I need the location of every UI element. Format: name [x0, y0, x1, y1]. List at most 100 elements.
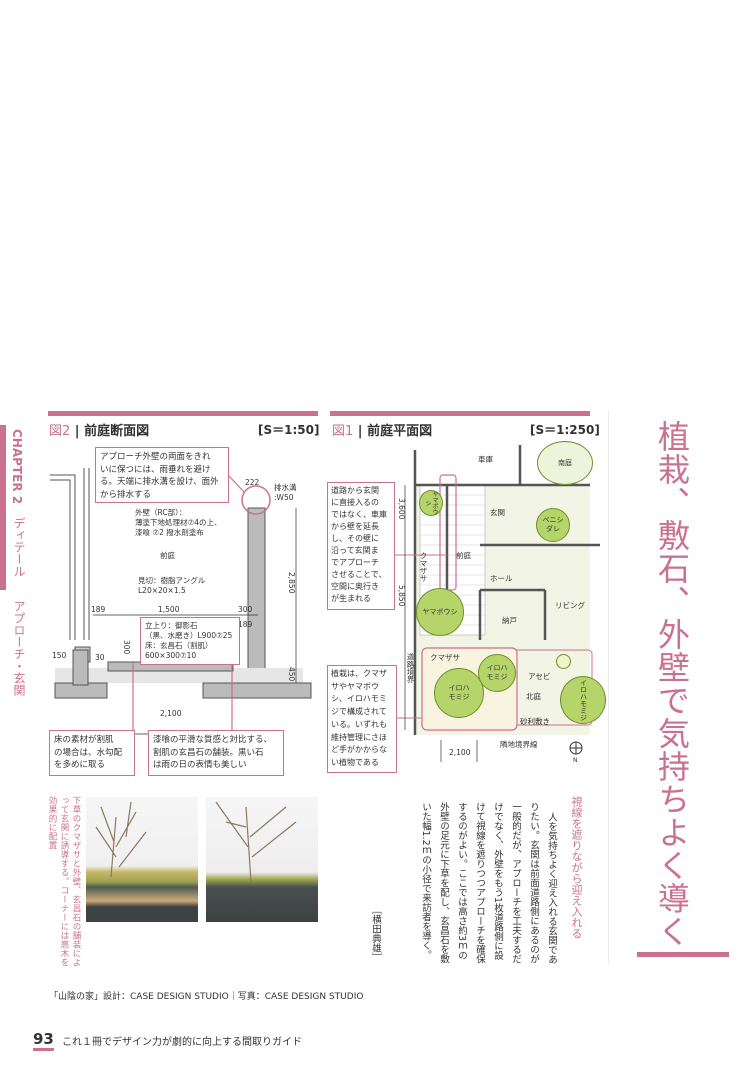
kumazasa-label-2: クマザサ	[430, 653, 460, 662]
callout-line: いる。いずれも	[331, 719, 387, 729]
riser-callout: 立上り：御影石 （黒、水磨き）L900⑦25 床：玄昌石（割肌） 600×300…	[140, 617, 240, 665]
title-panel	[608, 410, 740, 965]
tree-iroha-1: イロハモミジ	[434, 668, 484, 718]
drain-label: 排水溝:W50	[274, 483, 297, 503]
dim-2100-plan: 2,100	[449, 748, 471, 757]
callout-line: でアプローチ	[331, 558, 379, 567]
callout-line: い植物である	[331, 757, 379, 767]
page-number: 93	[33, 1030, 54, 1051]
boundary-label: 隣地境界線	[500, 740, 538, 749]
chapter-label: CHAPTER 2	[10, 429, 24, 505]
figure1-callout-top: 道路から玄関 に直接入るの ではなく、車庫 から壁を延長 し、その壁に 沿って玄…	[327, 482, 395, 610]
figure2-number: 図2	[49, 424, 71, 439]
tree-asebi	[556, 654, 571, 669]
dim-2100: 2,100	[160, 709, 182, 718]
chapter-tab: CHAPTER 2 ディテール	[0, 425, 36, 590]
callout-line: 植栽は、クマザ	[331, 669, 387, 678]
callout-line: 道路から玄関	[331, 486, 379, 495]
dim-5850: 5,850	[397, 585, 406, 607]
north-garden-label: 北庭	[526, 692, 541, 701]
figure2-callout-left: 床の素材が割肌 の場合は、水勾配 を多めに取る	[49, 730, 135, 776]
photo-left	[86, 797, 198, 922]
storage-label: 納戸	[502, 616, 517, 625]
drain-label-line: 排水溝	[274, 483, 297, 492]
gravel-label: 砂利敷き	[520, 717, 550, 726]
callout-line: させることで、	[331, 570, 387, 579]
tree-benishidare: ベニシダレ	[536, 508, 570, 542]
north-label: N	[573, 757, 578, 764]
hall-label: ホール	[490, 574, 513, 583]
wall-label: 外壁（RC部）： 薄塗下地処理材⑦4の上、 漆喰 ⑦2 撥水剤塗布	[135, 508, 222, 538]
callout-line: 床の素材が割肌	[54, 735, 114, 745]
section-drawing	[50, 468, 312, 735]
callout-line: る。天端に排水溝を設け、面外	[100, 477, 219, 487]
wall-label-line: 漆喰 ⑦2 撥水剤塗布	[135, 528, 204, 537]
south-garden-label: 南庭	[558, 458, 572, 467]
riser-line: 600×300⑦10	[145, 651, 197, 660]
tree-branches-icon	[95, 801, 147, 878]
figure2-rule	[48, 411, 318, 416]
dim-1500: 1,500	[158, 605, 180, 614]
dim-189b: 189	[238, 620, 253, 629]
callout-line: サやヤマボウ	[331, 681, 379, 691]
figure1-title-text: 前庭平面図	[367, 424, 433, 439]
edge-label-line: L20×20×1.5	[138, 586, 186, 595]
tree-label: イロハモミジ	[486, 664, 508, 681]
figure1-rule	[330, 411, 590, 416]
callout-line: が生まれる	[331, 594, 371, 603]
front-yard-label: 前庭	[456, 551, 471, 560]
living-label: リビング	[555, 601, 585, 610]
callout-line: シ、イロハモミ	[331, 694, 387, 704]
dim-450: 450	[287, 667, 296, 682]
figure1-title: 図1 | 前庭平面図	[332, 424, 433, 439]
tree-label: ヤマボウシ	[424, 491, 438, 515]
figure1-callout-bottom: 植栽は、クマザ サやヤマボウ シ、イロハモミ ジで構成されて いる。いずれも 維…	[327, 665, 397, 773]
entrance-label: 玄関	[490, 508, 505, 517]
tree-iroha-2: イロハモミジ	[478, 654, 516, 692]
callout-line: に直接入るの	[331, 498, 379, 507]
callout-line: いに保つには、雨垂れを避け	[100, 464, 211, 475]
callout-line: の場合は、水勾配	[54, 747, 123, 758]
book-title: これ１冊でデザイン力が劇的に向上する間取りガイド	[62, 1037, 302, 1048]
callout-line: を多めに取る	[54, 760, 106, 770]
dim-2850: 2,850	[287, 572, 296, 594]
yard-label: 前庭	[160, 551, 175, 560]
callout-line: 沿って玄関ま	[331, 546, 379, 555]
dim-150: 150	[52, 651, 67, 660]
tree-label: ベニシダレ	[542, 516, 564, 533]
figure2-title: 図2 | 前庭断面図	[49, 424, 150, 439]
article-subtitle: 視線を遮りながら迎え入れる	[570, 796, 583, 939]
asebi-label: アセビ	[528, 672, 551, 681]
figure2-title-text: 前庭断面図	[84, 424, 150, 439]
photo-right	[206, 797, 318, 922]
callout-line: アプローチ外壁の両面をきれ	[100, 452, 211, 462]
callout-line: 維持管理にさほ	[331, 732, 387, 742]
dim-3600: 3,600	[397, 498, 406, 520]
article-author: ［横田典雄］	[370, 905, 381, 962]
south-garden-area: 南庭	[537, 441, 593, 485]
callout-line: から排水する	[100, 489, 152, 500]
riser-line: （黒、水磨き）L900⑦25	[145, 631, 233, 640]
garage-label: 車庫	[478, 455, 493, 464]
section-label: アプローチ・玄関	[12, 600, 26, 696]
article-body: 人を気持ちよく迎え入れる玄関でありたい。玄関は前面道路側にあるのが一般的だが、ア…	[420, 802, 557, 964]
dim-300b: 300	[122, 640, 131, 655]
callout-line: ではなく、車庫	[331, 510, 387, 519]
dim-30: 30	[95, 653, 105, 662]
edge-label-line: 見切：樹脂アングル	[138, 576, 206, 585]
riser-line: 床：玄昌石（割肌）	[145, 641, 213, 650]
tree-iroha-3: イロハモミジ	[560, 676, 606, 724]
chapter-title: ディテール	[12, 517, 26, 577]
tree-yamaboushi: ヤマボウシ	[416, 588, 464, 636]
tree-branches-icon	[215, 801, 297, 883]
callout-line: 漆喰の平滑な質感と対比する、	[153, 735, 273, 745]
wall-label-line: 薄塗下地処理材⑦4の上、	[135, 518, 222, 527]
title-underline	[637, 952, 729, 957]
drain-label-line: :W50	[274, 493, 294, 502]
dim-222: 222	[245, 478, 260, 487]
callout-line: から壁を延長	[331, 522, 379, 531]
kumazasa-label-1: クマザサ	[419, 552, 428, 582]
figure2-scale: [S＝1:50]	[258, 421, 320, 438]
